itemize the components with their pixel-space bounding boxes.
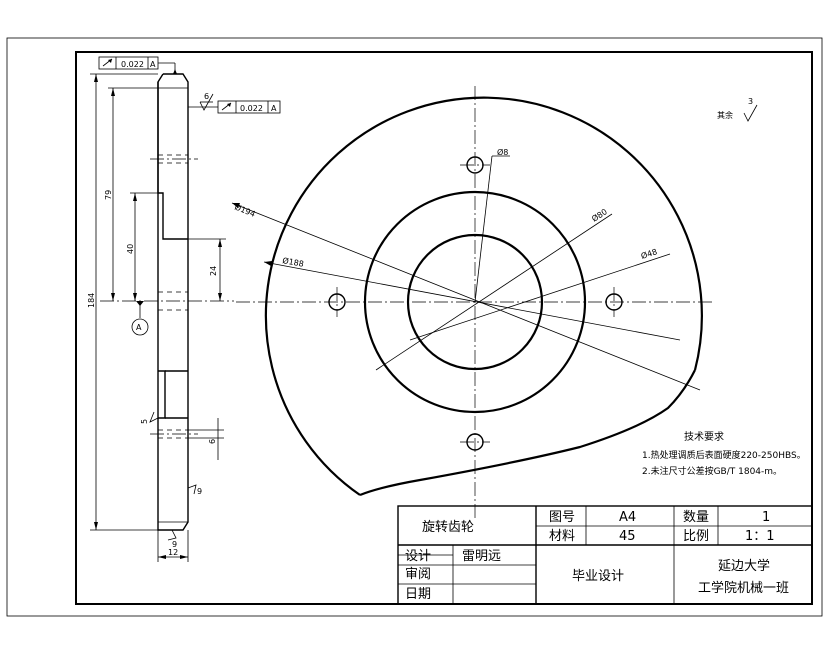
dim-12: 12 [168,548,178,557]
dim-6: 6 [208,439,217,444]
dim-5: 5 [140,419,149,424]
front-view [231,86,758,520]
qty-label: 数量 [683,510,709,525]
drawing-no-label: 图号 [549,510,575,525]
rough-9a: 9 [197,487,202,496]
notes-line1: 1.热处理调质后表面硬度220-250HBS。 [642,449,806,461]
outer-frame [6,37,823,617]
dim-79: 79 [104,190,113,200]
school-name: 延边大学 [718,558,770,574]
rest-value: 3 [748,97,753,106]
dia-80: Ø80 [590,206,609,223]
title-block [397,505,813,605]
notes-title: 技术要求 [684,430,724,443]
runout-side-value: 0.022 [240,104,263,113]
scale-label: 比例 [683,529,709,544]
runout-top-datum: A [150,60,156,69]
qty-value: 1 [762,510,770,525]
designer-name: 雷明远 [462,549,501,564]
dim-40: 40 [126,244,135,254]
material-value: 45 [619,529,636,544]
rough-9b: 9 [172,540,177,549]
review-label: 审阅 [405,567,431,582]
datum-a-label: A [136,323,142,332]
dia-188: Ø188 [282,255,305,269]
class-name: 工学院机械一班 [698,580,789,596]
dim-184: 184 [87,293,96,308]
side-view [90,56,281,562]
roughness-top: 6 [204,92,209,101]
drawing-no: A4 [619,510,636,525]
runout-side-datum: A [271,104,277,113]
runout-top-value: 0.022 [121,60,144,69]
scale-value: 1：1 [745,529,775,544]
dim-24: 24 [209,266,218,276]
dia-8: Ø8 [497,147,508,157]
outer-contour [264,96,703,496]
material-label: 材料 [549,529,575,544]
project-name: 毕业设计 [572,569,624,584]
rest-label: 其余 [717,110,733,120]
design-label: 设计 [405,549,431,564]
part-name: 旋转齿轮 [422,520,474,535]
notes-line2: 2.未注尺寸公差按GB/T 1804-m。 [642,465,782,477]
date-label: 日期 [405,587,431,602]
dia-48: Ø48 [640,246,659,261]
dia-194: Ø194 [233,202,257,219]
